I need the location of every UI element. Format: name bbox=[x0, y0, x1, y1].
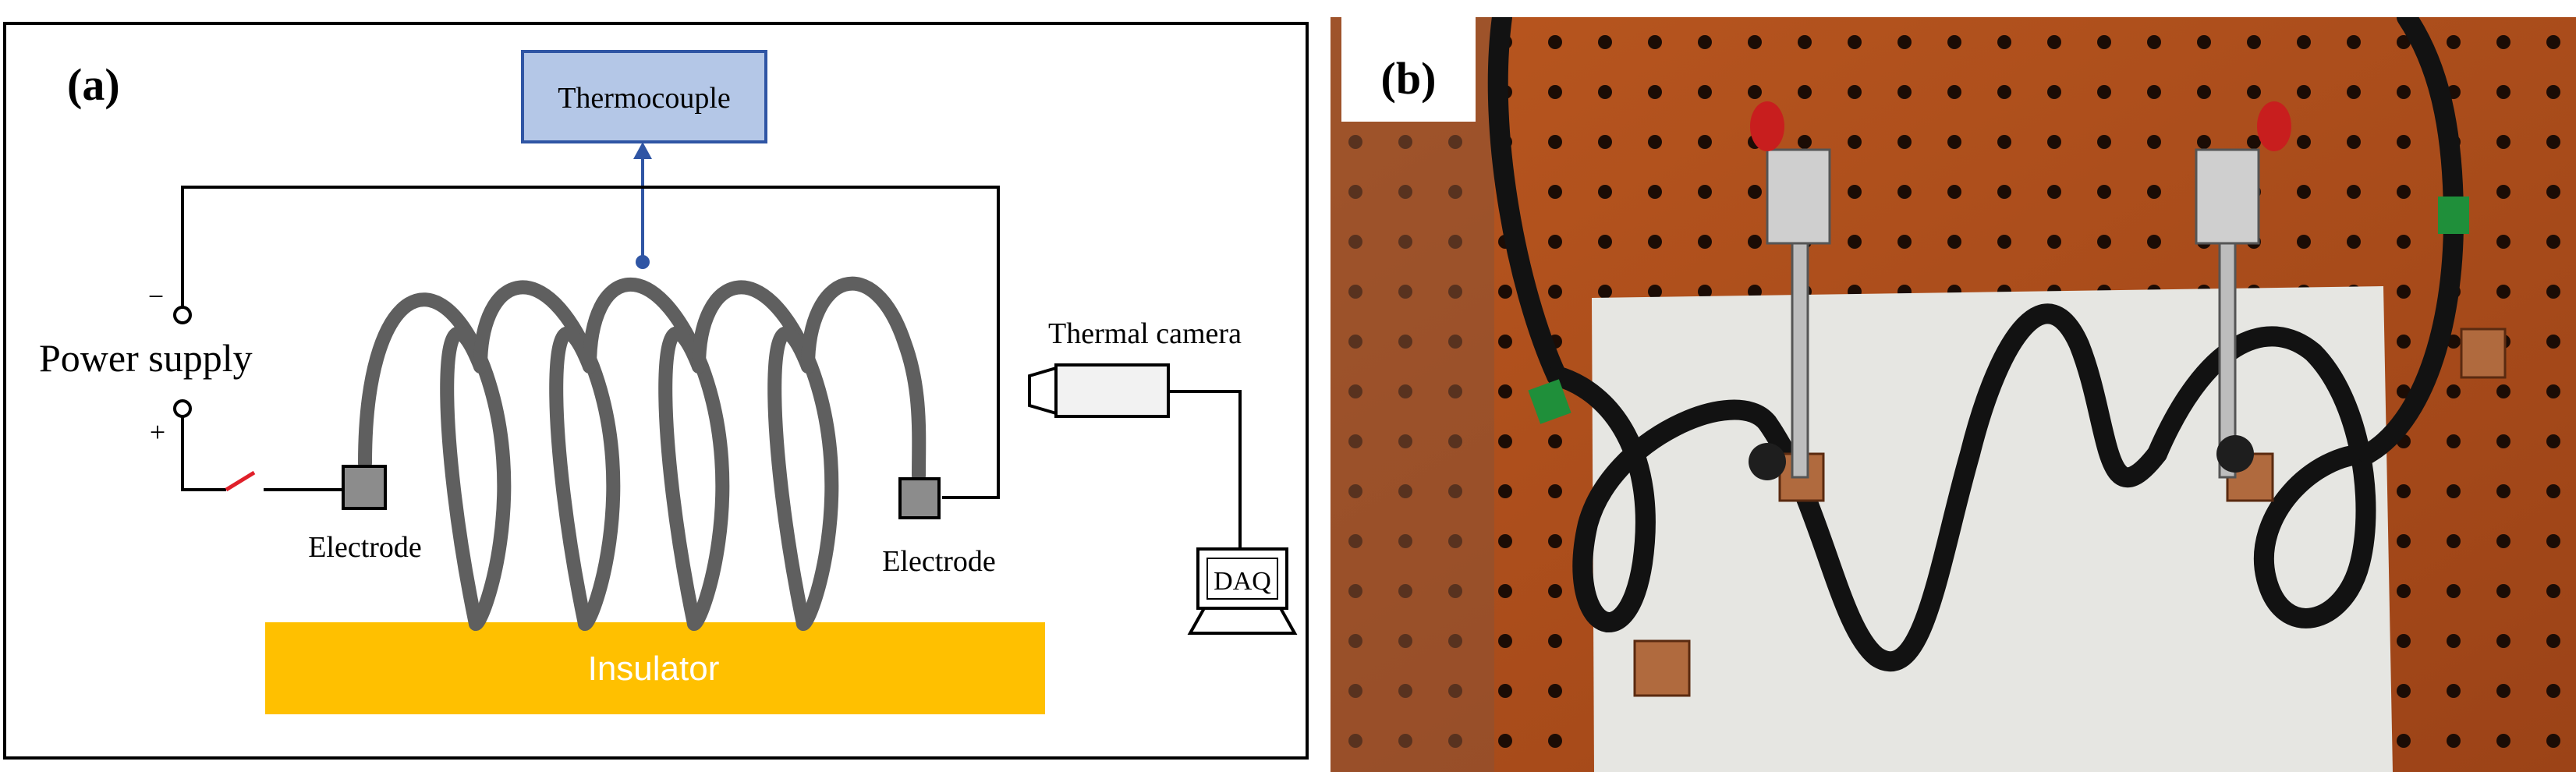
camera-cable bbox=[1168, 390, 1242, 547]
clamp-left bbox=[1749, 101, 1831, 480]
panel-b-label: (b) bbox=[1381, 53, 1437, 104]
copper-electrode-left bbox=[1633, 639, 1691, 697]
daq-label: DAQ bbox=[1214, 567, 1271, 596]
top-wire bbox=[181, 186, 1000, 499]
electrode-left-label: Electrode bbox=[308, 531, 422, 564]
panel-a-label: (a) bbox=[67, 59, 120, 110]
insulator-block bbox=[265, 622, 1045, 714]
thermocouple-box bbox=[521, 50, 767, 143]
green-tape-left bbox=[1528, 379, 1571, 424]
daq-computer-icon bbox=[1187, 547, 1298, 635]
bottom-wire-left bbox=[181, 416, 226, 491]
minus-sign: − bbox=[148, 281, 164, 312]
schematic-panel: (a) Thermocouple − Power supply + Insula… bbox=[3, 22, 1309, 760]
copper-electrode-far-right bbox=[2460, 328, 2507, 379]
electrode-right bbox=[898, 477, 941, 519]
green-tape-right bbox=[2438, 197, 2469, 234]
switch bbox=[225, 470, 256, 492]
negative-terminal bbox=[173, 306, 192, 324]
photo-panel: (b) bbox=[1331, 17, 2576, 772]
plus-sign: + bbox=[150, 416, 165, 448]
electrode-right-label: Electrode bbox=[882, 545, 996, 578]
power-supply-label: Power supply bbox=[39, 336, 253, 380]
clamp-right bbox=[2195, 101, 2291, 479]
thermocouple-label: Thermocouple bbox=[558, 82, 731, 115]
thermocouple-junction bbox=[636, 255, 650, 269]
thermocouple-arrowhead bbox=[633, 142, 652, 159]
insulator-label: Insulator bbox=[588, 650, 720, 688]
electrode-left bbox=[342, 465, 387, 510]
thermal-camera-label: Thermal camera bbox=[1048, 317, 1242, 350]
thermal-camera-icon bbox=[1028, 363, 1170, 418]
positive-terminal bbox=[173, 399, 192, 418]
panel-b-label-box bbox=[1341, 17, 1476, 122]
heating-coil bbox=[358, 276, 927, 631]
background-left bbox=[1331, 17, 1494, 772]
